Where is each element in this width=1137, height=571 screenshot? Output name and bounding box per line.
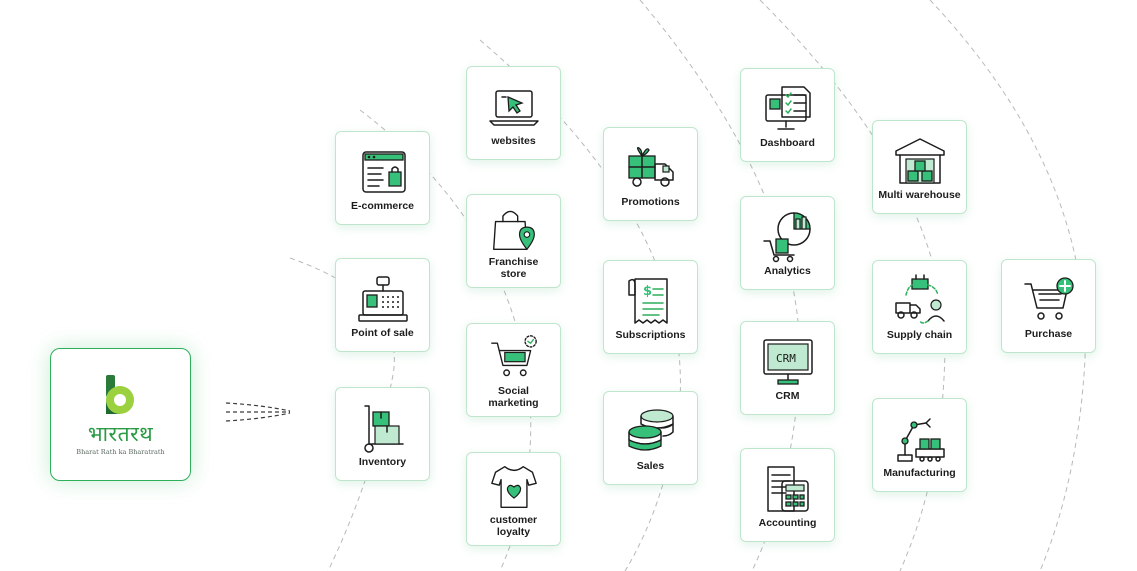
hand-truck-boxes-icon bbox=[363, 405, 404, 453]
module-label: websites bbox=[491, 135, 536, 147]
brand-logo-card: भारतरथ Bharat Rath ka Bharatrath bbox=[50, 348, 191, 481]
pie-chart-cart-icon bbox=[762, 212, 811, 263]
module-label: Subscriptions bbox=[615, 329, 686, 341]
module-card-multi-warehouse[interactable]: Multi warehouse bbox=[872, 120, 967, 214]
cash-register-icon bbox=[357, 276, 408, 322]
module-card-accounting[interactable]: Accounting bbox=[740, 448, 835, 542]
brand-tagline: Bharat Rath ka Bharatrath bbox=[76, 448, 165, 456]
module-card-customer-loyalty[interactable]: customer loyalty bbox=[466, 452, 561, 546]
module-card-supply-chain[interactable]: Supply chain bbox=[872, 260, 967, 354]
orbit-arc bbox=[929, 0, 1086, 571]
tshirt-heart-icon bbox=[490, 466, 537, 508]
module-card-crm[interactable]: CRM CRM bbox=[740, 321, 835, 415]
cart-plus-icon bbox=[1023, 277, 1074, 320]
cart-heart-icon bbox=[490, 335, 537, 377]
module-card-manufacturing[interactable]: Manufacturing bbox=[872, 398, 967, 492]
monitor-checklist-icon bbox=[764, 86, 811, 130]
module-label: Multi warehouse bbox=[878, 189, 961, 201]
warehouse-icon bbox=[894, 138, 945, 184]
module-label: Purchase bbox=[1024, 328, 1073, 340]
invoice-receipt-icon: $ bbox=[627, 278, 668, 324]
module-card-social-marketing[interactable]: Social marketing bbox=[466, 323, 561, 417]
module-label: Accounting bbox=[758, 517, 817, 529]
coin-stack-icon bbox=[627, 409, 674, 451]
module-card-purchase[interactable]: Purchase bbox=[1001, 259, 1096, 353]
currency-symbol: $ bbox=[643, 284, 652, 299]
supply-cycle-icon bbox=[894, 274, 945, 324]
module-card-e-commerce[interactable]: E-commerce bbox=[335, 131, 430, 225]
module-label: Sales bbox=[636, 460, 665, 472]
brand-name: भारतरथ bbox=[87, 422, 154, 446]
module-card-point-of-sale[interactable]: Point of sale bbox=[335, 258, 430, 352]
crm-text: CRM bbox=[776, 352, 796, 365]
laptop-cursor-icon bbox=[488, 90, 539, 126]
crm-monitor-icon: CRM bbox=[762, 339, 813, 385]
module-label: E-commerce bbox=[350, 200, 415, 212]
module-label: Promotions bbox=[621, 196, 680, 208]
module-label: Dashboard bbox=[760, 137, 815, 149]
connector-line bbox=[225, 412, 291, 422]
module-card-dashboard[interactable]: Dashboard bbox=[740, 68, 835, 162]
module-card-websites[interactable]: websites bbox=[466, 66, 561, 160]
delivery-truck-gift-icon bbox=[627, 147, 674, 187]
browser-shop-icon bbox=[361, 151, 406, 193]
b-logo-icon bbox=[106, 375, 134, 414]
module-label: Point of sale bbox=[351, 327, 414, 339]
module-card-inventory[interactable]: Inventory bbox=[335, 387, 430, 481]
connector-line bbox=[225, 402, 291, 412]
module-label: Social marketing bbox=[488, 385, 539, 409]
module-card-analytics[interactable]: Analytics bbox=[740, 196, 835, 290]
module-card-franchise-store[interactable]: Franchise store bbox=[466, 194, 561, 288]
module-label: CRM bbox=[775, 390, 800, 402]
module-label: Manufacturing bbox=[883, 467, 956, 479]
robot-arm-icon bbox=[896, 418, 945, 462]
module-card-subscriptions[interactable]: $ Subscriptions bbox=[603, 260, 698, 354]
module-label: Franchise store bbox=[488, 256, 539, 280]
module-label: Inventory bbox=[358, 456, 407, 468]
module-card-promotions[interactable]: Promotions bbox=[603, 127, 698, 221]
module-label: Supply chain bbox=[886, 329, 953, 341]
shopping-bag-pin-icon bbox=[492, 210, 535, 251]
module-label: customer loyalty bbox=[489, 514, 538, 538]
calculator-document-icon bbox=[766, 466, 809, 512]
orbit-arc bbox=[289, 257, 395, 571]
module-card-sales[interactable]: Sales bbox=[603, 391, 698, 485]
module-label: Analytics bbox=[764, 265, 811, 277]
